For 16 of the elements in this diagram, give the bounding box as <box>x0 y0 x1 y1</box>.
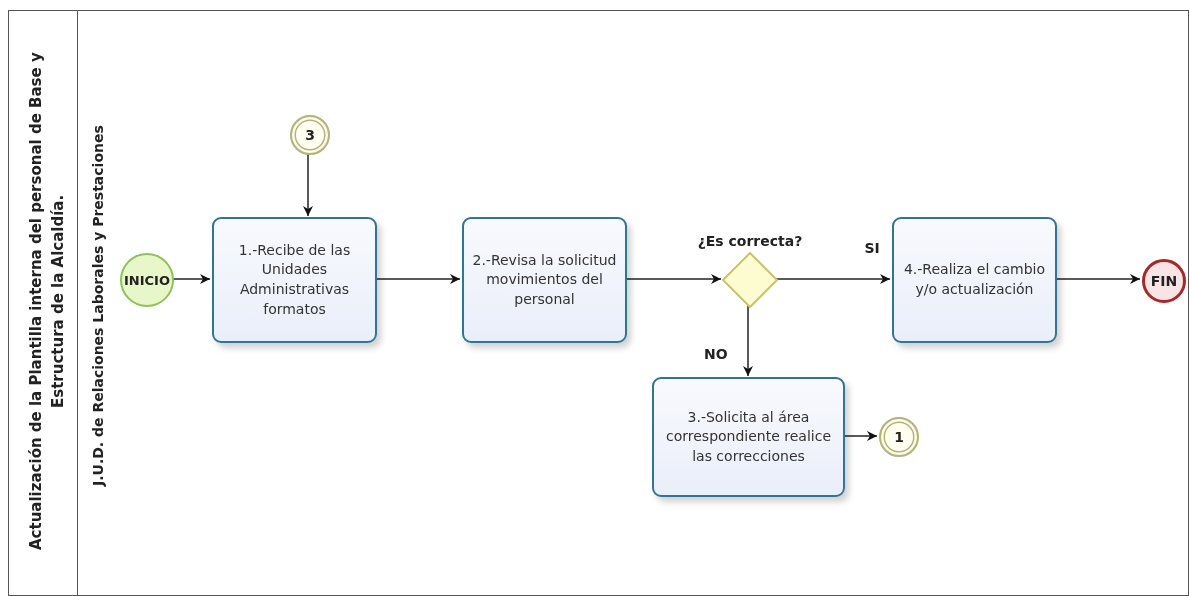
arrow <box>743 305 753 377</box>
task-box: 2.-Revisa la solicitud movimientos del personal <box>462 217 627 343</box>
task-box: 4.-Realiza el cambio y/o actualización <box>892 217 1057 343</box>
lane-title: J.U.D. de Relaciones Laborales y Prestaciones <box>90 124 107 489</box>
edge-label: SI <box>862 240 882 256</box>
end-event-circle: FIN <box>1142 259 1186 303</box>
gateway-question: ¿Es correcta? <box>696 233 804 249</box>
link-event-circle: 3 <box>290 115 330 155</box>
pool-title: Actualización de la Plantilla interna del personal de Base y Estructura de la Alcaldía. <box>26 51 68 551</box>
task-box: 1.-Recibe de las Unidades Administrativas formatos <box>212 217 377 343</box>
arrow <box>303 153 313 217</box>
task-box: 3.-Solicita al área correspondiente realice las correcciones <box>652 377 845 497</box>
link-event-circle: 1 <box>879 417 919 457</box>
arrow <box>774 274 891 284</box>
start-event-circle: INICIO <box>120 253 174 307</box>
edge-label: NO <box>702 346 730 362</box>
